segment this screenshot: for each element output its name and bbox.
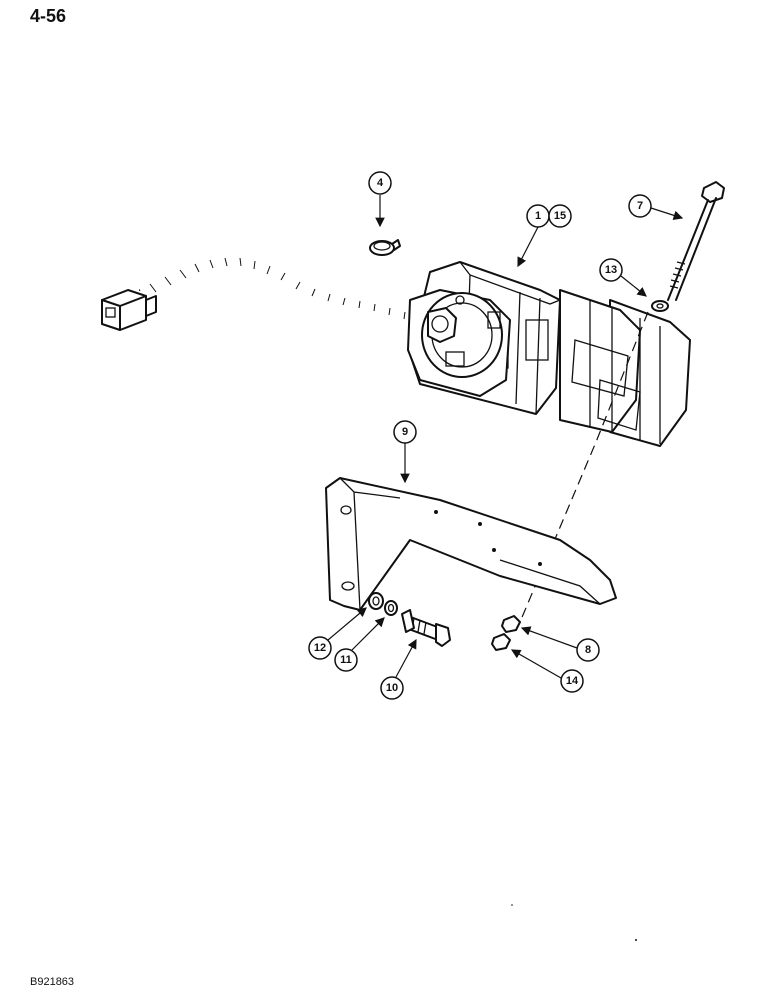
page-number: 4-56 [30, 6, 67, 26]
figure-code: B921863 [30, 976, 75, 988]
callout-15: 15 [517, 204, 572, 268]
svg-text:11: 11 [340, 654, 352, 666]
washer-12 [368, 592, 384, 610]
callout-10: 10 [380, 638, 417, 700]
washer [651, 300, 669, 312]
nut-8 [501, 615, 521, 633]
svg-text:4: 4 [377, 177, 384, 189]
svg-text:9: 9 [402, 426, 408, 438]
callout-1: 1 [526, 204, 550, 228]
callout-4: 4 [368, 171, 392, 228]
svg-text:14: 14 [566, 675, 579, 687]
svg-text:10: 10 [386, 682, 398, 694]
svg-text:8: 8 [585, 644, 591, 656]
callout-13: 13 [599, 258, 647, 297]
callout-9: 9 [393, 420, 417, 484]
callout-11: 11 [334, 617, 385, 672]
electrical-connector [101, 289, 157, 331]
valve-assembly [407, 261, 691, 447]
callout-7: 7 [628, 194, 684, 220]
wiring-harness [139, 255, 421, 320]
callout-14: 14 [510, 649, 584, 693]
bolt-10 [401, 609, 451, 647]
hose-clamp [369, 239, 401, 256]
svg-text:1: 1 [535, 210, 541, 222]
mounting-bracket [325, 477, 617, 611]
svg-text:15: 15 [554, 210, 566, 222]
callout-12: 12 [308, 607, 367, 660]
svg-text:7: 7 [637, 200, 643, 212]
svg-text:13: 13 [605, 264, 617, 276]
svg-text:12: 12 [314, 642, 326, 654]
nut-14 [491, 633, 511, 651]
long-bolt [667, 181, 725, 301]
lock-washer-11 [384, 600, 398, 616]
callout-8: 8 [520, 626, 600, 662]
